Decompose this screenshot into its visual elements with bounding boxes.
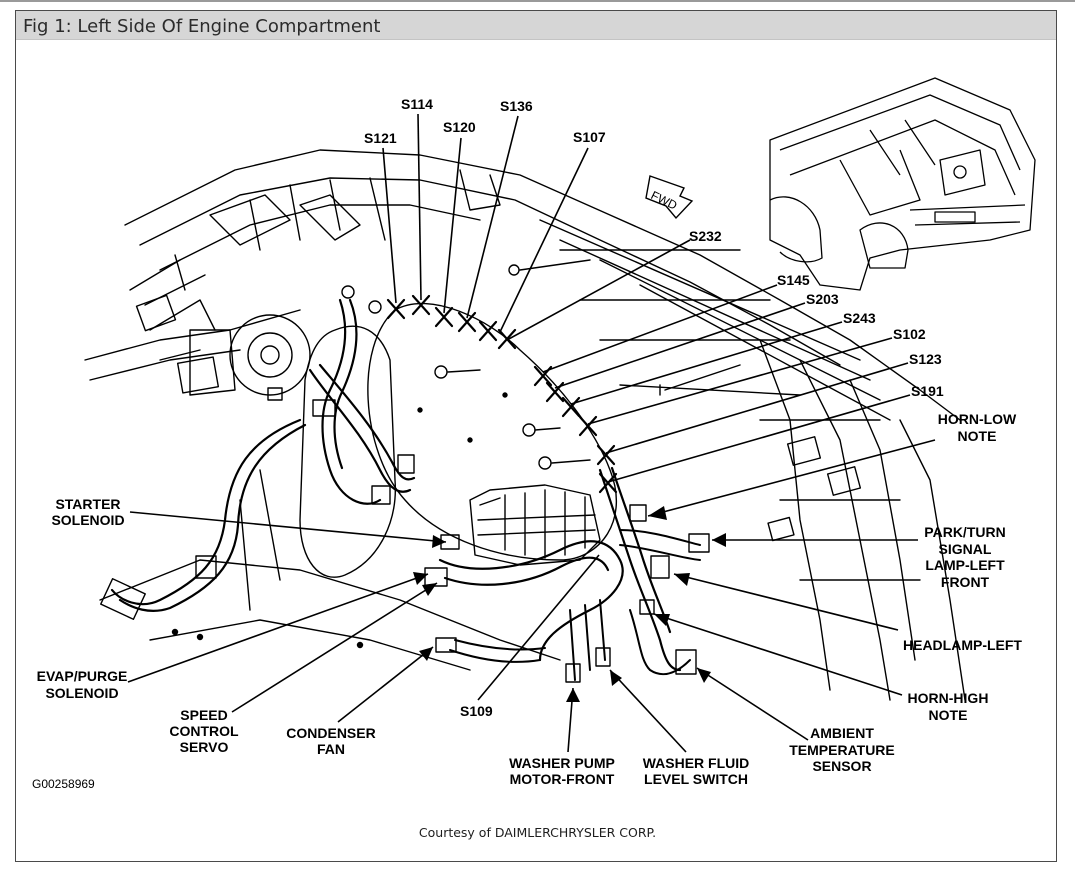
svg-text:CONDENSER: CONDENSER — [286, 725, 375, 741]
splice-markers — [386, 294, 618, 494]
figure-frame: Fig 1: Left Side Of Engine Compartment — [15, 10, 1057, 862]
svg-text:TEMPERATURE: TEMPERATURE — [789, 742, 895, 758]
label-s102: S102 — [893, 326, 926, 342]
figure-title: Fig 1: Left Side Of Engine Compartment — [23, 16, 381, 37]
label-s191: S191 — [911, 383, 944, 399]
svg-text:LEVEL SWITCH: LEVEL SWITCH — [644, 771, 748, 787]
label-washer-pump-motor-front: WASHER PUMP MOTOR-FRONT — [509, 755, 615, 787]
svg-text:SOLENOID: SOLENOID — [51, 512, 124, 528]
figure-code: G00258969 — [32, 777, 95, 791]
svg-text:SERVO: SERVO — [180, 739, 229, 755]
engine-line-art — [84, 149, 966, 701]
leader-arrowheads — [413, 506, 726, 702]
label-s203: S203 — [806, 291, 839, 307]
label-s145: S145 — [777, 272, 810, 288]
svg-text:FAN: FAN — [317, 741, 345, 757]
svg-text:FRONT: FRONT — [941, 574, 990, 590]
forward-direction-marker: FWD — [645, 175, 694, 220]
label-park-turn-signal-lamp: PARK/TURN SIGNAL LAMP-LEFT FRONT — [924, 524, 1005, 590]
svg-text:SIGNAL: SIGNAL — [939, 541, 992, 557]
svg-text:EVAP/PURGE: EVAP/PURGE — [37, 668, 128, 684]
figure-title-bar: Fig 1: Left Side Of Engine Compartment — [16, 11, 1056, 40]
label-s243: S243 — [843, 310, 876, 326]
label-starter-solenoid: STARTER SOLENOID — [51, 496, 124, 528]
label-s123: S123 — [909, 351, 942, 367]
svg-text:NOTE: NOTE — [929, 707, 968, 723]
svg-text:SENSOR: SENSOR — [812, 758, 871, 774]
svg-text:SPEED: SPEED — [180, 707, 227, 723]
svg-text:MOTOR-FRONT: MOTOR-FRONT — [510, 771, 615, 787]
label-s120: S120 — [443, 119, 476, 135]
label-evap-purge-solenoid: EVAP/PURGE SOLENOID — [37, 668, 128, 701]
courtesy-credit: Courtesy of DAIMLERCHRYSLER CORP. — [418, 825, 657, 840]
leader-lines — [127, 113, 936, 753]
label-s121: S121 — [364, 130, 397, 146]
label-s136: S136 — [500, 98, 533, 114]
label-s109: S109 — [460, 703, 493, 719]
label-headlamp-left: HEADLAMP-LEFT — [903, 637, 1022, 653]
svg-text:AMBIENT: AMBIENT — [810, 725, 874, 741]
label-washer-fluid-level-switch: WASHER FLUID LEVEL SWITCH — [643, 755, 750, 787]
window-top-border — [0, 0, 1075, 2]
vehicle-locator-inset — [769, 77, 1036, 291]
svg-text:CONTROL: CONTROL — [169, 723, 239, 739]
label-horn-low-note: HORN-LOW NOTE — [938, 411, 1017, 444]
svg-text:WASHER PUMP: WASHER PUMP — [509, 755, 615, 771]
svg-text:HORN-HIGH: HORN-HIGH — [908, 690, 989, 706]
label-horn-high-note: HORN-HIGH NOTE — [908, 690, 989, 723]
svg-text:SOLENOID: SOLENOID — [45, 685, 118, 701]
label-condenser-fan: CONDENSER FAN — [286, 725, 375, 757]
label-s107: S107 — [573, 129, 606, 145]
svg-text:PARK/TURN: PARK/TURN — [924, 524, 1005, 540]
svg-text:LAMP-LEFT: LAMP-LEFT — [925, 557, 1005, 573]
svg-text:HORN-LOW: HORN-LOW — [938, 411, 1017, 427]
svg-text:STARTER: STARTER — [55, 496, 120, 512]
label-ambient-temperature-sensor: AMBIENT TEMPERATURE SENSOR — [789, 725, 895, 774]
svg-text:NOTE: NOTE — [958, 428, 997, 444]
callout-labels: S114 S136 S120 S121 S107 S232 S145 S203 … — [32, 96, 1022, 791]
label-s114: S114 — [401, 96, 433, 112]
label-s232: S232 — [689, 228, 722, 244]
label-speed-control-servo: SPEED CONTROL SERVO — [169, 707, 239, 755]
svg-text:WASHER FLUID: WASHER FLUID — [643, 755, 750, 771]
